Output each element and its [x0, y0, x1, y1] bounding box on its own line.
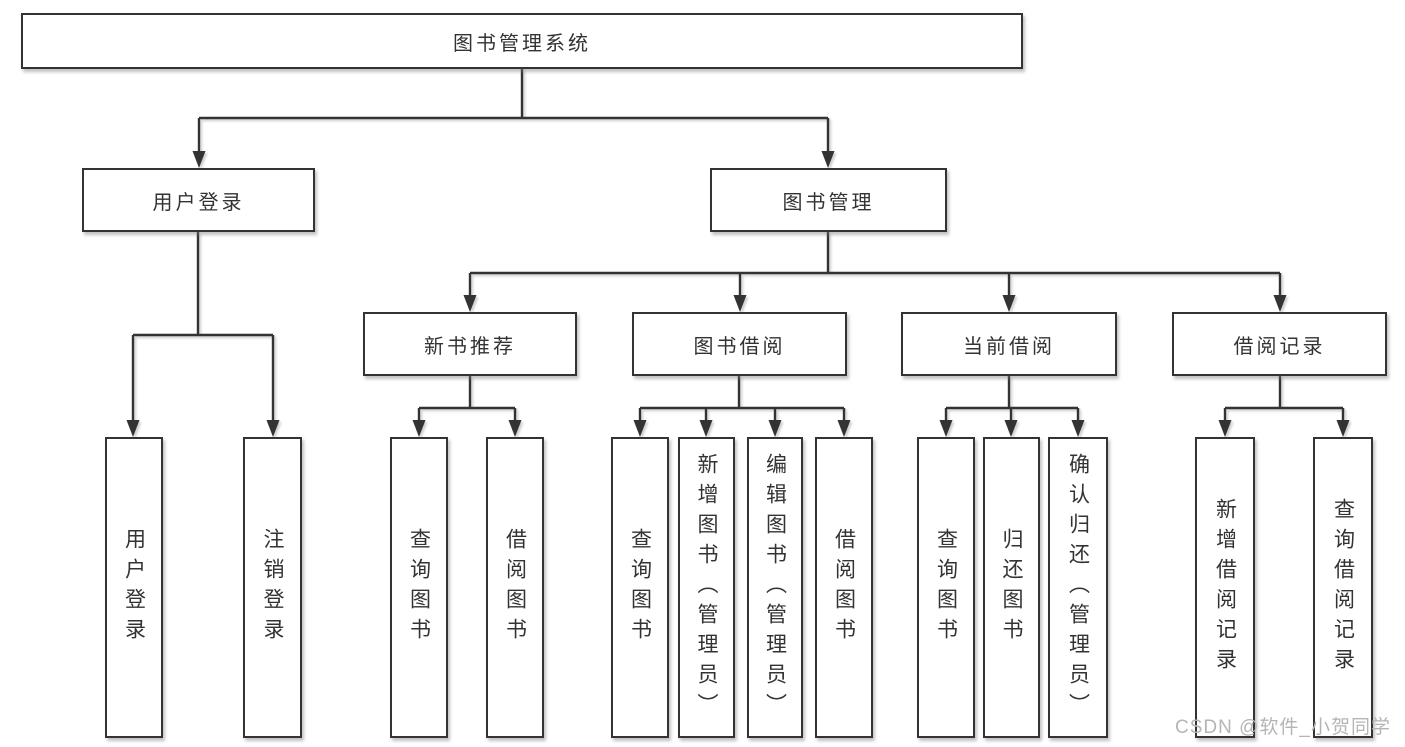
arrow-down-icon [412, 420, 426, 437]
node-current-borrow-label: 当前借阅 [963, 335, 1055, 358]
leaf-edit-book-admin-label: 编辑图书（管理员） [763, 452, 787, 723]
connector-book-mgmt-sections [463, 232, 1287, 312]
arrow-down-icon [1002, 295, 1016, 312]
leaf-borrow-query-book: 查询图书 [611, 437, 669, 738]
leaf-borrow-book-label: 借阅图书 [832, 527, 856, 648]
csdn-watermark: CSDN @软件_小贺同学 [1175, 717, 1391, 738]
leaf-confirm-return-admin-label: 确认归还（管理员） [1066, 452, 1090, 723]
arrow-down-icon [939, 420, 953, 437]
connector-current-borrow-children [939, 376, 1085, 437]
node-book-borrow: 图书借阅 [632, 312, 847, 376]
node-user-login: 用户登录 [82, 168, 315, 232]
arrow-down-icon [633, 420, 647, 437]
leaf-return-book: 归还图书 [983, 437, 1040, 738]
arrow-down-icon [1273, 295, 1287, 312]
arrow-down-icon [1336, 420, 1350, 437]
leaf-current-query-book-label: 查询图书 [934, 527, 958, 648]
leaf-borrow-query-book-label: 查询图书 [628, 527, 652, 648]
node-borrow-records-label: 借阅记录 [1233, 335, 1326, 358]
arrow-down-icon [768, 420, 782, 437]
connector-book-borrow-children [633, 376, 851, 437]
node-book-borrow-label: 图书借阅 [693, 335, 786, 358]
connector-user-login-children [126, 232, 280, 437]
leaf-borrow-book: 借阅图书 [815, 437, 873, 738]
leaf-add-book-admin-label: 新增图书（管理员） [695, 452, 718, 723]
node-root-system: 图书管理系统 [21, 13, 1023, 69]
arrow-down-icon [266, 420, 280, 437]
arrow-down-icon [463, 295, 477, 312]
leaf-recommend-borrow-book-label: 借阅图书 [503, 527, 527, 648]
leaf-add-book-admin: 新增图书（管理员） [678, 437, 735, 738]
connector-new-book-recommend-children [412, 376, 522, 437]
arrow-down-icon [837, 420, 851, 437]
leaf-edit-book-admin: 编辑图书（管理员） [747, 437, 803, 738]
leaf-query-borrow-record-label: 查询借阅记录 [1331, 497, 1355, 678]
leaf-user-login-label: 用户登录 [122, 527, 146, 648]
connector-borrow-records-children [1218, 376, 1350, 437]
leaf-recommend-query-book-label: 查询图书 [407, 527, 431, 648]
arrow-down-icon [1004, 420, 1018, 437]
leaf-add-borrow-record: 新增借阅记录 [1195, 437, 1255, 738]
node-book-management-label: 图书管理 [782, 191, 875, 214]
leaf-current-query-book: 查询图书 [917, 437, 975, 738]
node-current-borrow: 当前借阅 [901, 312, 1117, 376]
arrow-down-icon [192, 151, 206, 168]
arrow-down-icon [508, 420, 522, 437]
arrow-down-icon [1218, 420, 1232, 437]
node-new-book-recommend: 新书推荐 [363, 312, 577, 376]
node-borrow-records: 借阅记录 [1172, 312, 1387, 376]
leaf-user-login: 用户登录 [105, 437, 163, 738]
arrow-down-icon [699, 420, 713, 437]
node-new-book-recommend-label: 新书推荐 [424, 335, 516, 358]
leaf-recommend-borrow-book: 借阅图书 [486, 437, 544, 738]
arrow-down-icon [126, 420, 140, 437]
leaf-return-book-label: 归还图书 [1000, 527, 1023, 648]
leaf-confirm-return-admin: 确认归还（管理员） [1048, 437, 1108, 738]
node-book-management: 图书管理 [710, 168, 947, 232]
leaf-logout: 注销登录 [243, 437, 302, 738]
arrow-down-icon [1071, 420, 1085, 437]
node-user-login-label: 用户登录 [152, 191, 245, 214]
leaf-query-borrow-record: 查询借阅记录 [1313, 437, 1373, 738]
arrow-down-icon [821, 151, 835, 168]
arrow-down-icon [733, 295, 747, 312]
node-root-system-label: 图书管理系统 [453, 32, 591, 55]
connector-root-to-level2 [192, 69, 835, 168]
leaf-recommend-query-book: 查询图书 [390, 437, 448, 738]
leaf-logout-label: 注销登录 [261, 527, 284, 648]
leaf-add-borrow-record-label: 新增借阅记录 [1213, 497, 1237, 678]
